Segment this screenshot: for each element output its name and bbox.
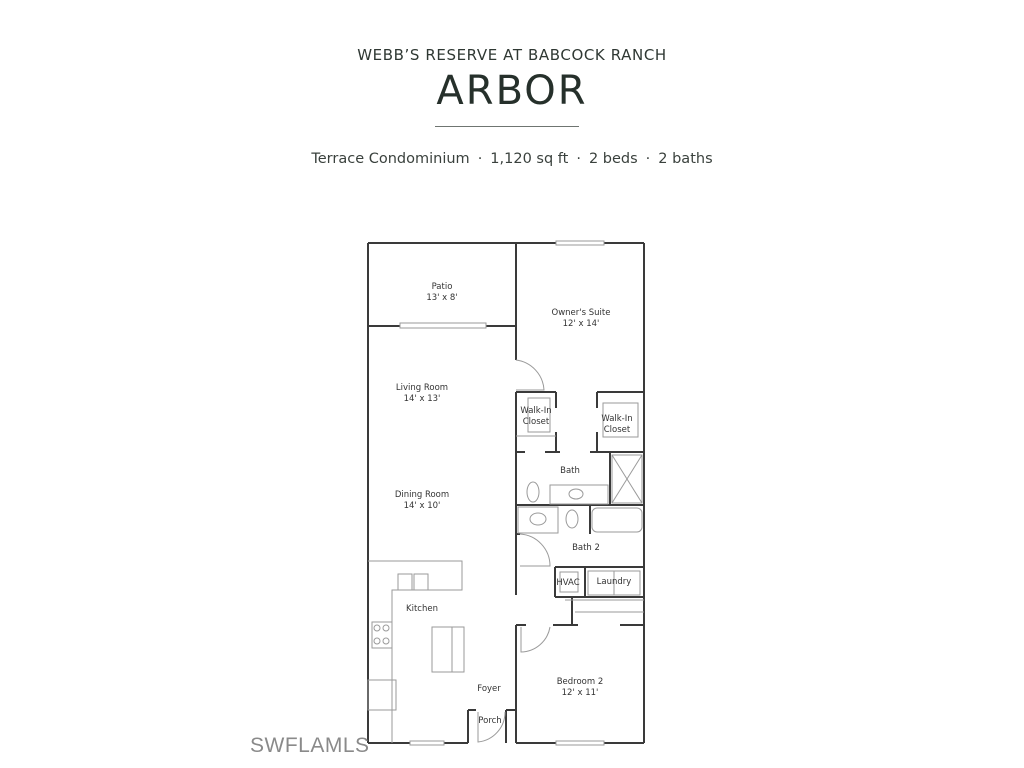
spec-baths: 2 baths [658,151,713,167]
room-name: Bath 2 [572,543,600,553]
room-name: HVAC [556,578,580,588]
room-name: Living Room [395,383,449,393]
walls [367,242,645,744]
room-porch: Porch [478,716,501,727]
room-name: Dining Room [394,490,450,500]
model-name: ARBOR [436,68,588,114]
community-name: WEBB’S RESERVE AT BABCOCK RANCH [357,46,667,64]
room-hvac: HVAC [556,578,579,589]
room-dims: 12' x 14' [562,319,600,329]
spec-separator: · [477,151,483,167]
room-foyer: Foyer [477,684,501,695]
spec-area: 1,120 sq ft [490,151,569,167]
room-name: Owner's Suite [551,308,611,318]
room-dims: 14' x 13' [403,394,441,404]
spec-separator: · [576,151,581,167]
spec-type: Terrace Condominium [311,151,470,167]
room-kitchen: Kitchen [406,604,438,615]
room-name: Walk-In Closet [601,414,633,435]
room-name: Bedroom 2 [556,677,604,687]
room-walk-in-closet-2: Walk-In Closet [600,414,634,436]
room-name: Laundry [596,577,632,587]
room-name: Patio [431,282,453,292]
room-dims: 14' x 10' [403,501,441,511]
spec-separator: · [645,151,651,167]
room-laundry: Laundry [597,577,632,588]
specs-line: Terrace Condominium · 1,120 sq ft · 2 beds · 2… [0,151,1024,167]
room-name: Walk-In Closet [520,406,552,427]
room-dims: 12' x 11' [561,688,599,698]
room-name: Porch [478,716,502,726]
room-walk-in-closet-1: Walk-In Closet [519,406,553,428]
room-bath-2: Bath 2 [572,543,600,554]
room-dims: 13' x 8' [426,293,458,303]
room-name: Foyer [477,684,501,694]
room-bath: Bath [560,466,580,477]
title-divider [435,126,579,127]
spec-beds: 2 beds [588,151,638,167]
fixtures [367,240,644,746]
room-name: Kitchen [406,604,438,614]
room-name: Bath [560,466,580,476]
mls-watermark: SWFLAMLS [250,734,370,757]
